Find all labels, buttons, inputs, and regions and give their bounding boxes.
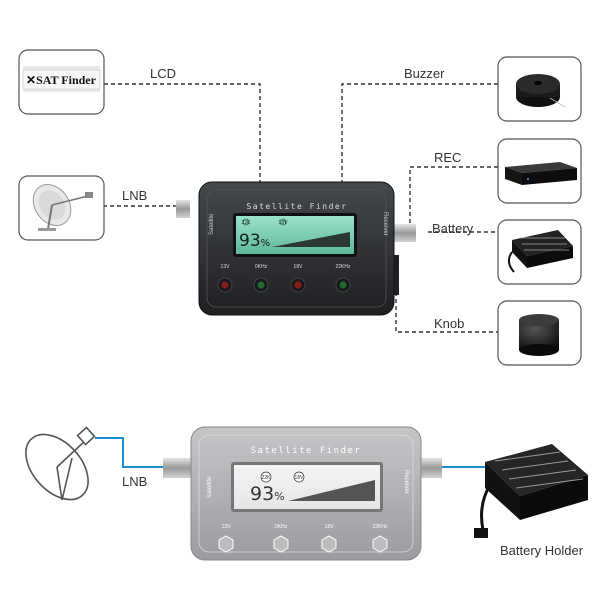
knob-connector bbox=[395, 278, 498, 333]
receiver-box-icon bbox=[505, 162, 577, 185]
buzzer-callout-box bbox=[497, 56, 582, 122]
blue-cables bbox=[95, 437, 492, 468]
device-left-side: Satellite bbox=[209, 213, 215, 235]
knob-label: Knob bbox=[434, 316, 464, 331]
buzzer-icon bbox=[516, 74, 566, 108]
bottom-button-0khz[interactable] bbox=[273, 535, 289, 553]
signal-percent-sign: % bbox=[261, 238, 271, 249]
signal-percent-value: 93 bbox=[239, 231, 261, 251]
bottom-left-side: Satellite bbox=[207, 476, 213, 498]
knob-callout-box bbox=[497, 300, 582, 366]
bottom-lnb-port bbox=[163, 458, 191, 478]
bottom-button-label-13v: 13V bbox=[222, 524, 232, 530]
lcd-connector bbox=[104, 83, 261, 205]
battery-holder-icon bbox=[508, 230, 573, 273]
sat-finder-logo-x: ✕ bbox=[26, 73, 36, 87]
rec-connector bbox=[409, 166, 498, 231]
receiver-port-connector bbox=[394, 224, 416, 242]
bottom-button-22khz[interactable] bbox=[372, 535, 388, 553]
bottom-lnb-label: LNB bbox=[122, 474, 147, 489]
rec-callout-box bbox=[497, 138, 582, 204]
connector-lines bbox=[103, 83, 498, 333]
bottom-button-label-18v: 18V bbox=[325, 524, 335, 530]
satellite-dish-icon bbox=[32, 184, 93, 231]
svg-text:93%: 93% bbox=[250, 483, 285, 505]
bottom-signal-percent-sign: % bbox=[274, 490, 284, 503]
signal-bar bbox=[272, 232, 350, 247]
device-brand: Satellite Finder bbox=[246, 202, 347, 211]
battery-label: Battery bbox=[432, 221, 474, 236]
bottom-device-brand: Satellite Finder bbox=[251, 446, 362, 456]
button-label-22khz: 22KHz bbox=[335, 264, 351, 270]
indicator-18v: 18V bbox=[279, 220, 289, 226]
knob-icon bbox=[519, 314, 559, 356]
lnb-callout-box bbox=[18, 175, 105, 241]
dish-outline-icon bbox=[25, 426, 96, 501]
svg-text:93%: 93% bbox=[239, 231, 270, 251]
lcd-callout-box: ✕SAT Finder bbox=[18, 49, 105, 115]
battery-callout-box bbox=[497, 219, 582, 285]
bottom-receiver-port bbox=[420, 458, 442, 478]
lnb-port-connector bbox=[176, 200, 190, 218]
bottom-signal-bar bbox=[288, 480, 375, 501]
indicator-22k: 22K bbox=[242, 220, 252, 226]
battery-holder-label: Battery Holder bbox=[500, 543, 584, 558]
satellite-finder-dark: Satellite Finder Satellite Receiver 22K … bbox=[176, 181, 416, 316]
bottom-signal-percent-value: 93 bbox=[250, 483, 274, 505]
bottom-button-18v[interactable] bbox=[321, 535, 337, 553]
button-label-0khz: 0KHz bbox=[255, 264, 268, 270]
bottom-indicator-18v: 18V bbox=[295, 475, 305, 481]
lnb-label: LNB bbox=[122, 188, 147, 203]
lcd-screen bbox=[236, 216, 354, 254]
bottom-button-label-0khz: 0KHz bbox=[275, 524, 288, 530]
buzzer-label: Buzzer bbox=[404, 66, 445, 81]
satellite-finder-light: Satellite Finder Satellite Receiver 22K … bbox=[163, 426, 442, 561]
button-label-13v: 13V bbox=[221, 264, 231, 270]
lcd-label: LCD bbox=[150, 66, 176, 81]
svg-text:✕SAT Finder: ✕SAT Finder bbox=[26, 73, 97, 87]
sat-finder-logo: SAT Finder bbox=[36, 73, 97, 87]
bottom-button-label-22khz: 22KHz bbox=[372, 524, 388, 530]
rec-label: REC bbox=[434, 150, 461, 165]
button-label-18v: 18V bbox=[294, 264, 304, 270]
bottom-indicator-22k: 22K bbox=[262, 475, 272, 481]
bottom-right-side: Receiver bbox=[403, 470, 409, 494]
lnb-cable bbox=[95, 437, 170, 468]
device-right-side: Receiver bbox=[382, 212, 388, 236]
buzzer-connector bbox=[341, 83, 498, 183]
battery-holder-image bbox=[474, 444, 588, 538]
bottom-button-13v[interactable] bbox=[218, 535, 234, 553]
